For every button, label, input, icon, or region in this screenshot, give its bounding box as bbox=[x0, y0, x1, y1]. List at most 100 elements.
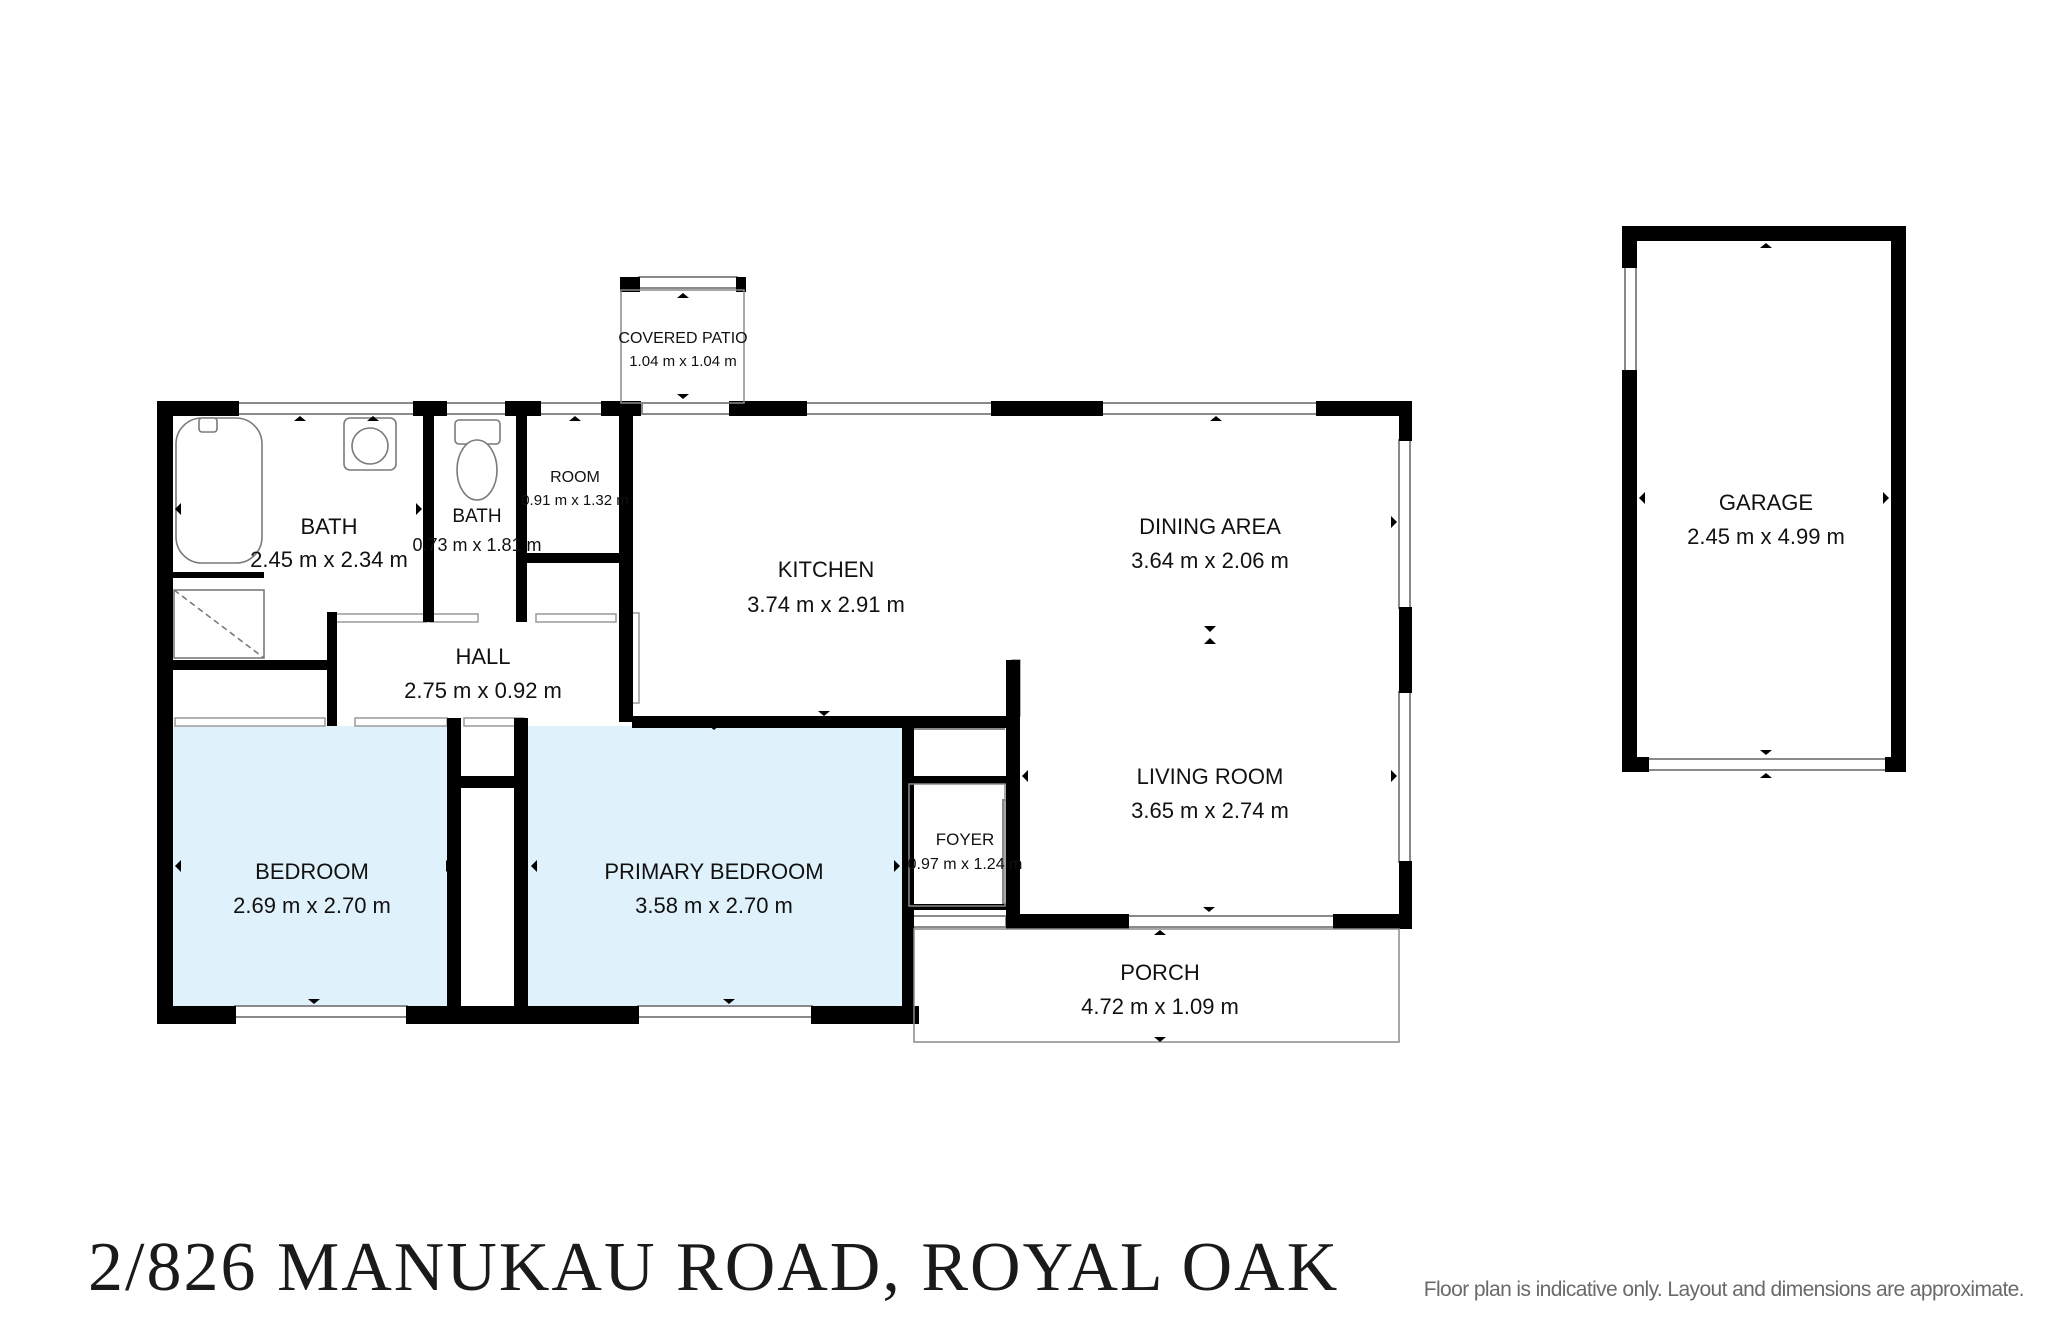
room-name-bath-main: BATH bbox=[300, 514, 357, 539]
wall bbox=[1006, 914, 1129, 929]
room-dims-porch: 4.72 m x 1.09 m bbox=[1081, 994, 1239, 1019]
wall bbox=[516, 413, 527, 622]
marker bbox=[1760, 750, 1772, 755]
sink-basin bbox=[351, 427, 389, 465]
marker bbox=[894, 860, 900, 872]
wall bbox=[1399, 607, 1412, 693]
opening bbox=[334, 613, 428, 623]
room-dims-garage: 2.45 m x 4.99 m bbox=[1687, 524, 1845, 549]
wall bbox=[1622, 226, 1906, 241]
wall bbox=[157, 401, 239, 416]
marker bbox=[1391, 770, 1397, 782]
wall bbox=[447, 718, 461, 1024]
wall bbox=[1622, 370, 1637, 772]
wall bbox=[632, 716, 1015, 728]
wall bbox=[1885, 757, 1906, 772]
room-dims-kitchen: 3.74 m x 2.91 m bbox=[747, 592, 905, 617]
shower-tray bbox=[173, 589, 265, 659]
wall bbox=[172, 660, 332, 670]
marker bbox=[1204, 638, 1216, 644]
marker bbox=[723, 999, 735, 1004]
wall bbox=[1399, 401, 1412, 441]
walls bbox=[157, 226, 1906, 1024]
window bbox=[1127, 915, 1335, 928]
room-name-living-room: LIVING ROOM bbox=[1137, 764, 1284, 789]
room-dims-living-room: 3.65 m x 2.74 m bbox=[1131, 798, 1289, 823]
porch-outline bbox=[913, 928, 1400, 1043]
wall bbox=[527, 553, 624, 563]
wall bbox=[514, 718, 528, 1024]
marker bbox=[1391, 516, 1397, 528]
marker bbox=[175, 860, 181, 872]
window bbox=[1101, 402, 1318, 415]
window bbox=[641, 402, 731, 415]
marker bbox=[175, 503, 181, 515]
wall bbox=[811, 1006, 919, 1024]
marker bbox=[1639, 492, 1645, 504]
room-name-kitchen: KITCHEN bbox=[778, 557, 875, 582]
room-name-porch: PORCH bbox=[1120, 960, 1199, 985]
room-dims-hall: 2.75 m x 0.92 m bbox=[404, 678, 562, 703]
marker bbox=[1760, 773, 1772, 778]
room-dims-foyer: 0.97 m x 1.24 m bbox=[908, 856, 1023, 873]
room-dims-room: 0.91 m x 1.32 m bbox=[521, 492, 629, 509]
bathtub-tap bbox=[198, 417, 218, 433]
wall bbox=[505, 401, 541, 416]
wall bbox=[1399, 861, 1412, 927]
window bbox=[234, 1005, 408, 1018]
room-name-room: ROOM bbox=[550, 469, 600, 486]
opening bbox=[429, 613, 479, 623]
wall bbox=[902, 904, 1012, 910]
window bbox=[805, 402, 993, 415]
window bbox=[445, 402, 507, 415]
marker bbox=[446, 860, 452, 872]
bathtub bbox=[175, 417, 263, 564]
marker bbox=[1883, 492, 1889, 504]
room-dims-dining-area: 3.64 m x 2.06 m bbox=[1131, 548, 1289, 573]
wall bbox=[902, 776, 1012, 784]
marker bbox=[367, 416, 379, 421]
wall bbox=[1622, 757, 1649, 772]
opening bbox=[354, 717, 448, 727]
wall bbox=[1006, 758, 1020, 802]
room-name-hall: HALL bbox=[455, 644, 510, 669]
outdoor-outlines bbox=[620, 289, 1400, 1043]
window bbox=[237, 402, 415, 415]
window bbox=[1398, 439, 1411, 609]
window bbox=[911, 915, 1007, 928]
marker bbox=[1154, 1037, 1166, 1042]
window bbox=[637, 1005, 813, 1018]
wall bbox=[991, 401, 1103, 416]
room-dims-bedroom: 2.69 m x 2.70 m bbox=[233, 893, 391, 918]
marker bbox=[416, 503, 422, 515]
foyer-outline bbox=[908, 783, 1006, 907]
marker bbox=[1760, 243, 1772, 248]
bedroom-fill bbox=[170, 726, 454, 1006]
window bbox=[539, 402, 603, 415]
wall bbox=[413, 401, 447, 416]
wall bbox=[1891, 226, 1906, 772]
room-dims-covered-patio: 1.04 m x 1.04 m bbox=[629, 353, 737, 370]
floor-plan-disclaimer: Floor plan is indicative only. Layout an… bbox=[1423, 1278, 2025, 1301]
wall bbox=[172, 572, 264, 578]
window bbox=[1647, 758, 1887, 771]
marker bbox=[531, 860, 537, 872]
room-name-foyer: FOYER bbox=[936, 830, 995, 849]
marker bbox=[1154, 930, 1166, 935]
wall bbox=[157, 401, 173, 1024]
marker bbox=[308, 999, 320, 1004]
marker bbox=[1203, 907, 1215, 912]
room-labels: BATH 2.45 m x 2.34 m BATH 0.73 m x 1.81 … bbox=[233, 330, 1845, 1019]
window bbox=[638, 276, 738, 289]
wall bbox=[423, 413, 434, 622]
covered-patio-outline bbox=[620, 289, 745, 404]
property-address-title: 2/826 MANUKAU ROAD, ROYAL OAK bbox=[88, 1229, 1340, 1306]
room-name-garage: GARAGE bbox=[1719, 490, 1813, 515]
primary-bedroom-fill bbox=[528, 726, 902, 1006]
room-name-bath-small: BATH bbox=[452, 506, 501, 527]
wall bbox=[457, 776, 521, 788]
wall bbox=[1333, 914, 1412, 929]
wall bbox=[620, 277, 640, 292]
opening bbox=[174, 717, 326, 727]
